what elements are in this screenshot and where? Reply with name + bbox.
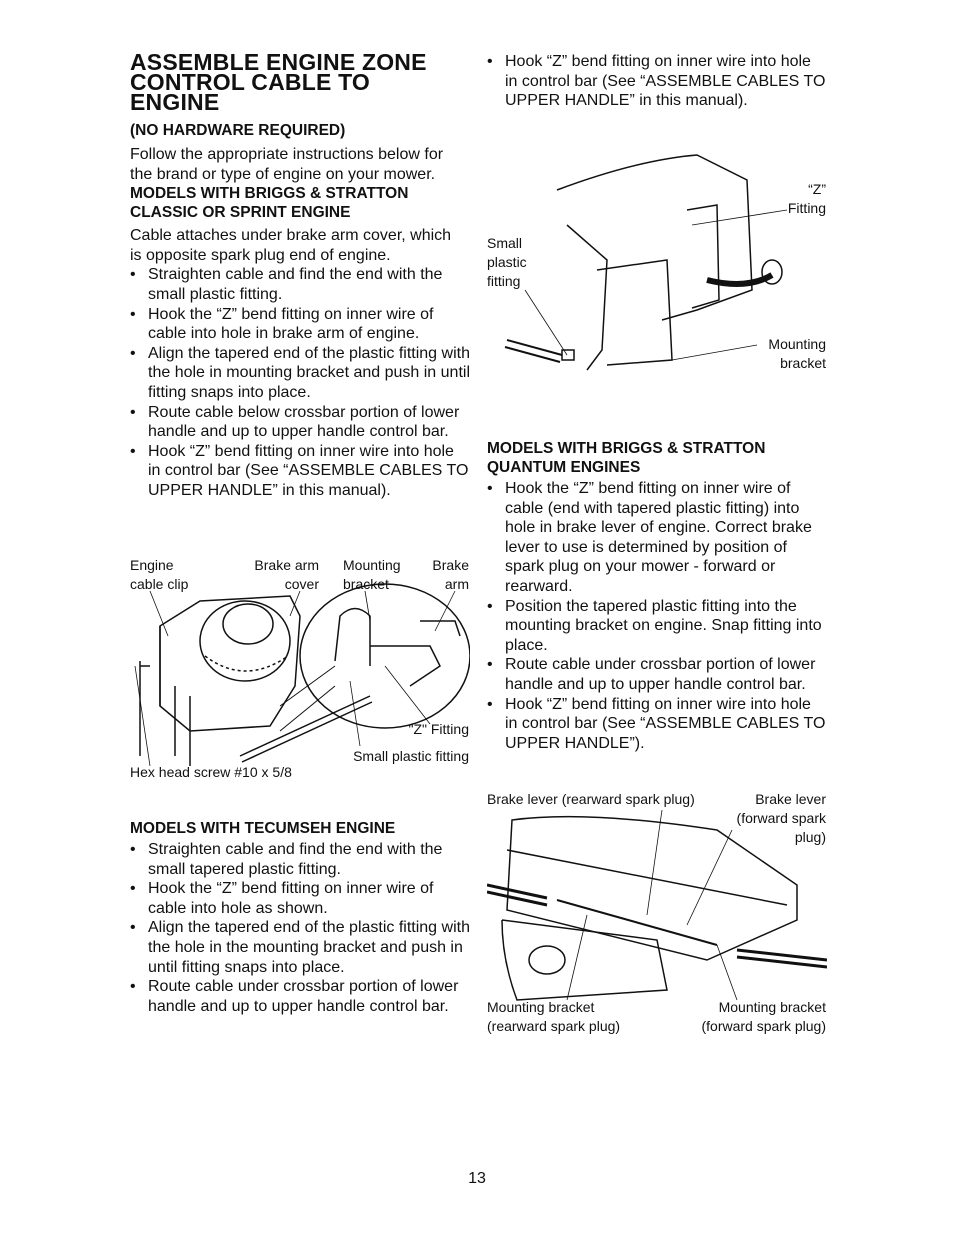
list-item: Hook the “Z” bend fitting on inner wire … [487, 479, 827, 597]
brake-lever-rear-label: Brake lever (rearward spark plug) [487, 791, 695, 807]
tecumseh-heading: MODELS WITH TECUMSEH ENGINE [130, 820, 396, 837]
list-item: Route cable below crossbar portion of lo… [130, 403, 470, 442]
list-item: Position the tapered plastic fitting int… [487, 597, 827, 656]
list-item: Straighten cable and find the end with t… [130, 265, 470, 304]
quantum-engine-figure: Brake lever (rearward spark plug) Brake … [487, 790, 827, 1040]
list-item: Route cable under crossbar portion of lo… [487, 655, 827, 694]
list-item: Straighten cable and find the end with t… [130, 840, 470, 879]
intro: Follow the appropriate instructions belo… [130, 146, 444, 183]
page-number: 13 [468, 1170, 486, 1187]
small-plastic-fitting-label: Small plastic fitting [353, 748, 469, 764]
list-item: Route cable under crossbar portion of lo… [130, 977, 470, 1016]
hex-head-screw-label: Hex head screw #10 x 5/8 [130, 764, 292, 780]
page-title: ASSEMBLE ENGINE ZONE CONTROL CABLE TO EN… [130, 49, 427, 115]
tecumseh-list: Straighten cable and find the end with t… [130, 840, 470, 1016]
engine-closeup-illustration [504, 154, 788, 371]
z-fitting-label: "Z" Fitting [408, 721, 469, 737]
list-item: Hook the “Z” bend fitting on inner wire … [130, 879, 470, 918]
left-column: ASSEMBLE ENGINE ZONE CONTROL CABLE TO EN… [130, 49, 470, 501]
list-item: Hook the “Z” bend fitting on inner wire … [130, 305, 470, 344]
mounting-bracket-forward-label: Mounting bracket(forward spark plug) [701, 999, 827, 1034]
right-top-list: Hook “Z” bend fitting on inner wire into… [487, 52, 827, 111]
engine-illustration [134, 583, 470, 767]
quantum-list: Hook the “Z” bend fitting on inner wire … [487, 479, 827, 753]
list-item: Hook “Z” bend fitting on inner wire into… [487, 695, 827, 754]
list-item: Align the tapered end of the plastic fit… [130, 344, 470, 403]
quantum-illustration [487, 809, 827, 1001]
classic-list: Straighten cable and find the end with t… [130, 265, 470, 500]
tecumseh-section: MODELS WITH TECUMSEH ENGINE Straighten c… [130, 819, 470, 1016]
list-item: Align the tapered end of the plastic fit… [130, 918, 470, 977]
list-item: Hook “Z” bend fitting on inner wire into… [487, 52, 827, 111]
mounting-bracket-rear-label: Mounting bracket(rearward spark plug) [487, 999, 621, 1034]
classic-para: Cable attaches under brake arm cover, wh… [130, 227, 452, 264]
z-fitting-label: “Z”Fitting [787, 181, 826, 216]
right-column: Hook “Z” bend fitting on inner wire into… [487, 52, 827, 111]
subtitle: (NO HARDWARE REQUIRED) [130, 122, 346, 139]
list-item: Hook “Z” bend fitting on inner wire into… [130, 442, 470, 501]
